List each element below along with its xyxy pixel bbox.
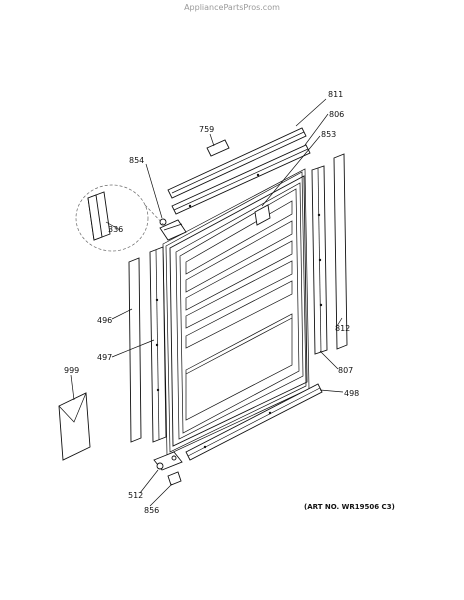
label-812: 812 [335,324,350,333]
label-496: 496 [97,316,112,325]
art-number: (ART NO. WR19506 C3) [304,503,395,511]
label-498: 498 [344,389,359,398]
part-512-bottom-hinge[interactable] [153,451,183,471]
part-496-left-trim[interactable] [128,257,142,443]
part-806-top-channel[interactable] [171,144,311,215]
label-807: 807 [338,366,353,375]
part-854-top-hinge[interactable] [159,218,187,241]
door-panel [169,175,308,447]
label-806: 806 [329,110,344,119]
label-759: 759 [199,125,214,134]
label-811: 811 [328,90,343,99]
part-759-label[interactable] [206,139,230,157]
label-336: 336 [108,225,123,234]
label-856: 856 [144,506,159,515]
part-811-top-trim[interactable] [167,127,307,199]
label-512: 512 [128,491,143,500]
label-497: 497 [97,353,112,362]
part-999-manual[interactable] [58,392,91,461]
label-853: 853 [321,130,336,139]
part-812-right-trim[interactable] [333,153,348,350]
watermark: AppliancePartsPros.com [184,3,280,12]
label-999: 999 [64,366,79,375]
leader-lines [70,98,344,507]
part-497-left-rail[interactable] [149,246,167,443]
part-336-inset-detail[interactable] [75,184,166,252]
part-807-right-rail[interactable] [311,165,328,355]
part-856-pin-cap[interactable] [167,471,182,486]
label-854: 854 [129,156,144,165]
part-498-bottom-channel[interactable] [185,383,323,461]
